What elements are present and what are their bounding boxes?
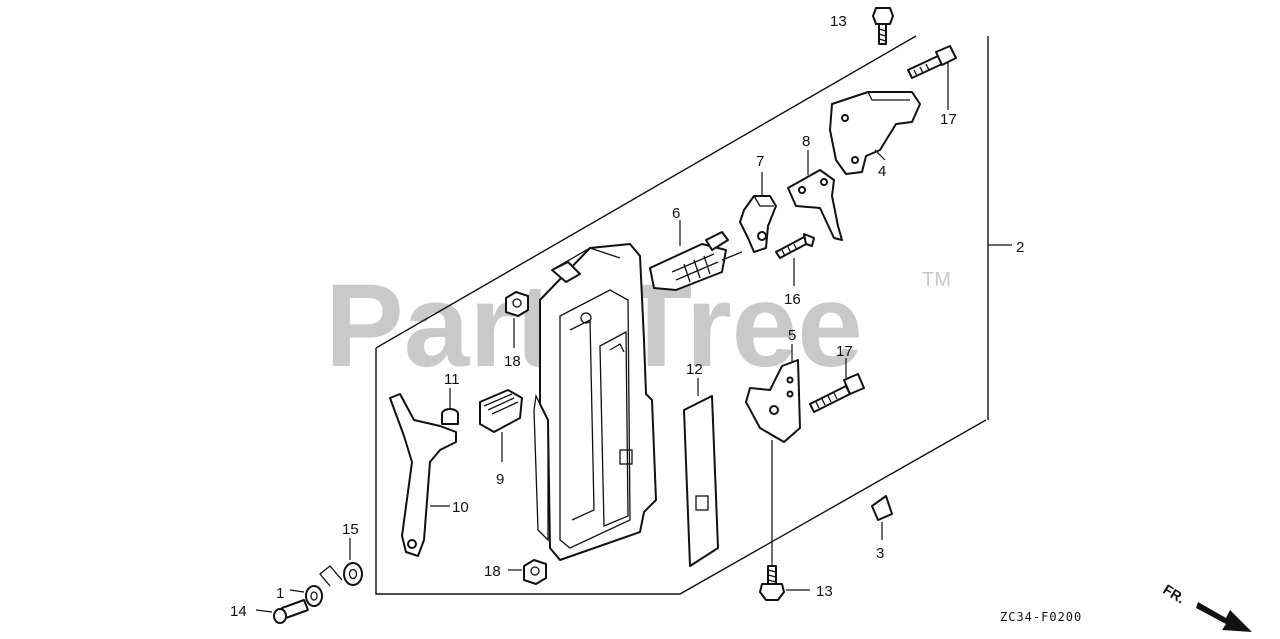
callout-10: 10	[452, 499, 469, 516]
part-16-screw	[775, 233, 815, 286]
callout-9: 9	[496, 471, 504, 488]
part-17-top-bolt	[907, 45, 957, 110]
callout-5: 5	[788, 327, 796, 344]
part-6-slider	[649, 220, 743, 291]
main-housing	[533, 243, 657, 561]
assembly-frame	[375, 35, 1012, 595]
part-9-block	[479, 389, 523, 462]
direction-indicator: FR.	[1160, 581, 1252, 632]
callout-14: 14	[230, 603, 247, 620]
part-3-clip	[871, 495, 893, 540]
callout-17-lower: 17	[836, 343, 853, 360]
part-7-lever-arm	[739, 172, 777, 253]
part-11-pin	[441, 388, 459, 425]
part-12-strip	[683, 378, 719, 567]
part-18-upper-nut	[505, 291, 529, 348]
callout-18-upper: 18	[504, 353, 521, 370]
callout-13-lower: 13	[816, 583, 833, 600]
callout-2: 2	[1016, 239, 1024, 256]
frame-upper	[375, 35, 917, 349]
callout-6: 6	[672, 205, 680, 222]
callout-7: 7	[756, 153, 764, 170]
callout-1: 1	[276, 585, 284, 602]
part-17-lower-bolt	[809, 358, 865, 413]
callout-8: 8	[802, 133, 810, 150]
callout-13-top: 13	[830, 13, 847, 30]
part-4-bracket	[829, 91, 921, 175]
part-15-washer	[343, 538, 363, 586]
callout-3: 3	[876, 545, 884, 562]
part-1-washer	[289, 565, 343, 607]
trademark-mark: TM	[922, 269, 951, 291]
part-8-plate	[787, 150, 843, 241]
part-10-lever	[389, 393, 457, 557]
callout-17-top: 17	[940, 111, 957, 128]
part-18-lower-nut	[508, 559, 547, 585]
part-13-top-bolt	[872, 7, 894, 45]
callout-12: 12	[686, 361, 703, 378]
part-13-lower-bolt	[759, 440, 810, 601]
callout-11: 11	[444, 371, 460, 388]
part-14-bolt	[255, 599, 309, 624]
callout-16: 16	[784, 291, 801, 308]
callout-15: 15	[342, 521, 359, 538]
part-5-bracket	[745, 344, 801, 443]
callout-18-lower: 18	[484, 563, 501, 580]
callout-4: 4	[878, 163, 886, 180]
drawing-code: ZC34-F0200	[1000, 610, 1082, 624]
callout-labels: 13 17 4 8 7 6 2 16 18 5 17 12 11 9 10 15…	[230, 13, 1024, 620]
direction-label: FR.	[1160, 581, 1188, 607]
frame-lower	[375, 348, 987, 595]
direction-arrow-icon	[1196, 602, 1252, 632]
